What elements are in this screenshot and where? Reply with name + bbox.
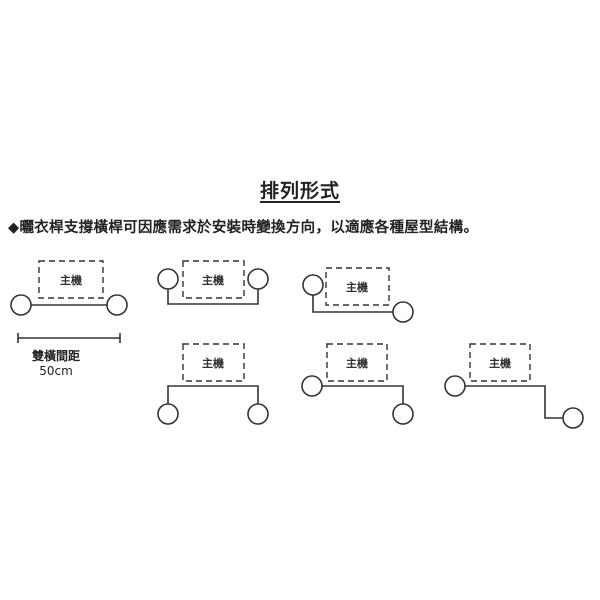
host-box (182, 343, 245, 382)
host-box (182, 260, 245, 299)
layout-z-shape: 主機 (302, 267, 414, 323)
pole-end-right (106, 294, 128, 316)
host-label: 主機 (202, 273, 224, 287)
host-label: 主機 (60, 273, 82, 287)
layout-stepped: 主機 (444, 343, 584, 429)
host-box (325, 267, 390, 306)
pole-end-right (392, 403, 414, 425)
host-label: 主機 (489, 356, 511, 370)
pole-end-right (247, 403, 269, 425)
host-label: 主機 (346, 356, 368, 370)
crossbar (167, 385, 259, 405)
spacing-label: 雙橫間距 (31, 349, 80, 363)
pole-end-left (444, 375, 466, 397)
layout-u-shape-down: 主機 (157, 343, 269, 425)
pole-end-left (302, 274, 324, 296)
pole-end-left (157, 268, 179, 290)
pole-end-right (247, 268, 269, 290)
host-box (469, 343, 531, 382)
pole-end-left (301, 375, 323, 397)
crossbar (167, 289, 259, 305)
pole-end-right (392, 301, 414, 323)
host-box (38, 260, 104, 299)
spacing-dimension (17, 333, 121, 343)
layout-straight: 主機 (10, 260, 128, 316)
page-title-text: 排列形式 (259, 180, 340, 202)
description-text: ◆曬衣桿支撐橫桿可因應需求於安裝時變換方向，以適應各種屋型結構。 (8, 220, 479, 236)
crossbar (312, 294, 393, 313)
host-box (326, 343, 388, 382)
pole-end-left (157, 403, 179, 425)
layout-l-shape-down-right: 主機 (301, 343, 414, 425)
pole-end-left (10, 294, 32, 316)
spacing-value: 50cm (39, 364, 73, 378)
host-label: 主機 (202, 356, 224, 370)
host-label: 主機 (346, 280, 368, 294)
pole-end-right (562, 407, 584, 429)
crossbar (322, 385, 404, 405)
crossbar (465, 385, 563, 419)
page-title: 排列形式 (0, 176, 600, 203)
layout-u-shape-up: 主機 (157, 260, 269, 305)
